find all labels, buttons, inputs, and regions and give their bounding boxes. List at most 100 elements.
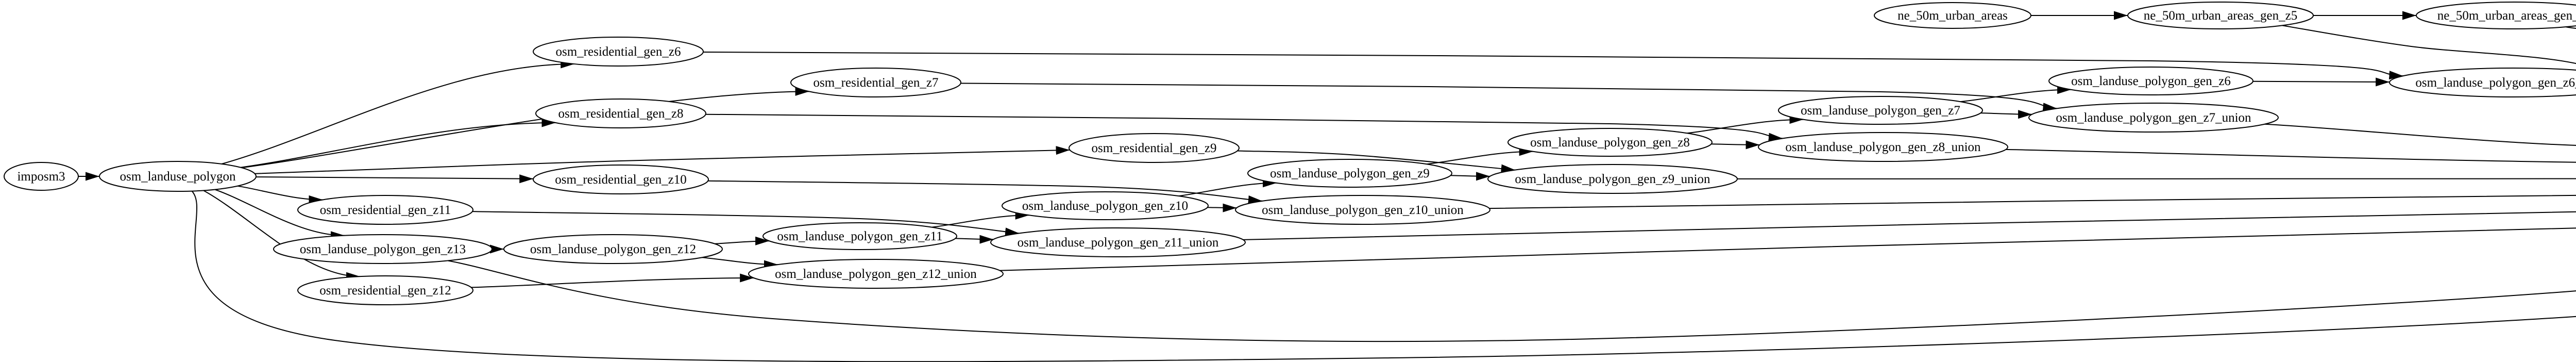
node-ellipse-osm_landuse_polygon_gen_z7_union <box>2028 103 2279 133</box>
edge-osm_landuse_polygon_gen_z9-to-osm_landuse_polygon_gen_z9_union <box>1450 172 1490 181</box>
node-ellipse-osm_residential_gen_z6 <box>533 37 704 67</box>
node-label-osm_landuse_polygon_gen_z11: osm_landuse_polygon_gen_z11 <box>777 229 942 243</box>
edge-osm_landuse_polygon-to-osm_residential_gen_z9 <box>255 146 1070 174</box>
edge-osm_landuse_polygon_gen_z9-to-osm_landuse_polygon_gen_z8 <box>1427 147 1533 165</box>
node-ellipse-imposm3 <box>4 162 79 191</box>
node-label-osm_residential_gen_z11: osm_residential_gen_z11 <box>320 203 451 217</box>
node-osm_landuse_polygon_gen_z13: osm_landuse_polygon_gen_z13 <box>273 234 493 264</box>
node-osm_residential_gen_z6: osm_residential_gen_z6 <box>533 37 704 67</box>
edge-osm_landuse_polygon-to-osm_residential_gen_z6 <box>221 59 575 164</box>
edge-osm_landuse_polygon_gen_z10-to-osm_landuse_polygon_gen_z9 <box>1178 178 1277 197</box>
edge-osm_landuse_polygon_gen_z7_union-to-layer_landuse-z7 <box>2264 123 2576 146</box>
node-ellipse-osm_landuse_polygon_gen_z8 <box>1507 128 1713 157</box>
node-label-osm_landuse_polygon_gen_z6: osm_landuse_polygon_gen_z6 <box>2071 74 2231 88</box>
node-osm_residential_gen_z7: osm_residential_gen_z7 <box>790 68 961 97</box>
edge-osm_landuse_polygon_gen_z6-to-osm_landuse_polygon_gen_z6_union <box>2252 77 2390 87</box>
node-osm_landuse_polygon_gen_z11: osm_landuse_polygon_gen_z11 <box>762 222 957 250</box>
node-label-osm_landuse_polygon_gen_z10_union: osm_landuse_polygon_gen_z10_union <box>1262 203 1464 217</box>
node-ellipse-osm_residential_gen_z10 <box>533 164 709 194</box>
node-ellipse-ne_50m_urban_areas <box>1874 2 2031 29</box>
node-osm_landuse_polygon_gen_z12: osm_landuse_polygon_gen_z12 <box>503 234 723 264</box>
node-ellipse-osm_landuse_polygon_gen_z6_union <box>2389 68 2576 97</box>
node-label-osm_landuse_polygon_gen_z12: osm_landuse_polygon_gen_z12 <box>530 242 696 256</box>
node-ellipse-osm_landuse_polygon_gen_z11 <box>762 222 957 250</box>
edge-osm_landuse_polygon-to-layer_landuse-z14+ <box>191 190 2576 362</box>
node-label-imposm3: imposm3 <box>17 170 65 184</box>
edge-osm_landuse_polygon-to-osm_residential_gen_z8 <box>240 118 556 168</box>
node-osm_landuse_polygon_gen_z8: osm_landuse_polygon_gen_z8 <box>1507 128 1713 157</box>
edge-osm_landuse_polygon-to-osm_residential_gen_z12 <box>203 190 361 281</box>
node-ellipse-osm_landuse_polygon_gen_z9_union <box>1487 164 1738 194</box>
node-ellipse-osm_landuse_polygon_gen_z12 <box>503 234 723 264</box>
node-label-osm_landuse_polygon_gen_z12_union: osm_landuse_polygon_gen_z12_union <box>775 267 977 281</box>
node-label-osm_landuse_polygon_gen_z13: osm_landuse_polygon_gen_z13 <box>300 242 466 256</box>
edge-osm_residential_gen_z11-to-osm_landuse_polygon_gen_z11_union <box>472 211 1020 237</box>
edge-osm_landuse_polygon_gen_z8-to-osm_landuse_polygon_gen_z8_union <box>1711 140 1760 150</box>
node-ellipse-osm_residential_gen_z9 <box>1069 133 1240 163</box>
node-ellipse-osm_landuse_polygon_gen_z12_union <box>748 259 1004 289</box>
node-osm_residential_gen_z12: osm_residential_gen_z12 <box>297 275 473 305</box>
node-ellipse-osm_residential_gen_z7 <box>790 68 961 97</box>
node-osm_landuse_polygon_gen_z7_union: osm_landuse_polygon_gen_z7_union <box>2028 103 2279 133</box>
edge-osm_landuse_polygon-to-osm_residential_gen_z10 <box>256 174 534 184</box>
edge-osm_landuse_polygon_gen_z10_union-to-layer_landuse-z10 <box>1489 194 2576 209</box>
node-label-osm_landuse_polygon_gen_z8: osm_landuse_polygon_gen_z8 <box>1530 136 1690 150</box>
node-osm_landuse_polygon_gen_z7: osm_landuse_polygon_gen_z7 <box>1778 96 1983 125</box>
edge-osm_landuse_polygon_gen_z7-to-osm_landuse_polygon_gen_z7_union <box>1980 110 2032 119</box>
node-ne_50m_urban_areas_gen_z4: ne_50m_urban_areas_gen_z4 <box>2416 2 2576 29</box>
node-label-osm_landuse_polygon_gen_z9_union: osm_landuse_polygon_gen_z9_union <box>1515 172 1710 186</box>
node-ellipse-osm_landuse_polygon_gen_z13 <box>273 234 493 264</box>
node-ellipse-osm_landuse_polygon_gen_z6 <box>2048 67 2253 95</box>
node-osm_landuse_polygon_gen_z8_union: osm_landuse_polygon_gen_z8_union <box>1758 132 2008 162</box>
node-ellipse-osm_residential_gen_z11 <box>297 195 473 225</box>
node-osm_landuse_polygon_gen_z9_union: osm_landuse_polygon_gen_z9_union <box>1487 164 1738 194</box>
node-label-osm_residential_gen_z9: osm_residential_gen_z9 <box>1092 141 1217 155</box>
node-label-osm_landuse_polygon_gen_z6_union: osm_landuse_polygon_gen_z6_union <box>2415 76 2576 90</box>
node-label-osm_landuse_polygon_gen_z10: osm_landuse_polygon_gen_z10 <box>1022 199 1188 213</box>
edge-osm_landuse_polygon_gen_z10-to-osm_landuse_polygon_gen_z10_union <box>1207 203 1237 212</box>
node-label-osm_residential_gen_z12: osm_residential_gen_z12 <box>319 284 451 298</box>
node-ellipse-osm_landuse_polygon_gen_z9 <box>1247 159 1452 188</box>
node-label-osm_residential_gen_z8: osm_residential_gen_z8 <box>558 107 684 121</box>
edge-osm_landuse_polygon_gen_z11-to-osm_landuse_polygon_gen_z10 <box>931 210 1029 228</box>
node-osm_landuse_polygon_gen_z12_union: osm_landuse_polygon_gen_z12_union <box>748 259 1004 289</box>
edge-osm_residential_gen_z9-to-osm_landuse_polygon_gen_z9_union <box>1237 150 1515 173</box>
edge-ne_50m_urban_areas_gen_z5-to-layer_landuse-z5 <box>2282 25 2576 64</box>
node-ne_50m_urban_areas_gen_z5: ne_50m_urban_areas_gen_z5 <box>2127 2 2314 29</box>
node-osm_residential_gen_z9: osm_residential_gen_z9 <box>1069 133 1240 163</box>
node-ellipse-osm_landuse_polygon_gen_z11_union <box>990 227 1246 257</box>
edge-osm_landuse_polygon-to-osm_residential_gen_z11 <box>237 185 323 204</box>
edge-osm_landuse_polygon_gen_z8_union-to-layer_landuse-z8 <box>2006 149 2576 163</box>
node-ellipse-osm_landuse_polygon_gen_z10_union <box>1235 195 1490 225</box>
node-label-osm_landuse_polygon: osm_landuse_polygon <box>120 170 236 184</box>
edge-osm_residential_gen_z10-to-osm_landuse_polygon_gen_z10_union <box>708 180 1262 204</box>
edge-osm_landuse_polygon_gen_z12-to-osm_landuse_polygon_gen_z12_union <box>702 257 778 269</box>
node-label-osm_residential_gen_z6: osm_residential_gen_z6 <box>556 45 681 59</box>
node-osm_residential_gen_z10: osm_residential_gen_z10 <box>533 164 709 194</box>
node-label-ne_50m_urban_areas_gen_z5: ne_50m_urban_areas_gen_z5 <box>2144 9 2298 23</box>
node-osm_landuse_polygon_gen_z6_union: osm_landuse_polygon_gen_z6_union <box>2389 68 2576 97</box>
node-osm_landuse_polygon_gen_z10: osm_landuse_polygon_gen_z10 <box>1002 191 1209 220</box>
node-ellipse-osm_landuse_polygon_gen_z8_union <box>1758 132 2008 162</box>
node-label-osm_landuse_polygon_gen_z11_union: osm_landuse_polygon_gen_z11_union <box>1018 236 1219 250</box>
node-osm_landuse_polygon_gen_z6: osm_landuse_polygon_gen_z6 <box>2048 67 2253 95</box>
node-ellipse-ne_50m_urban_areas_gen_z4 <box>2416 2 2576 29</box>
node-label-osm_residential_gen_z10: osm_residential_gen_z10 <box>555 173 687 187</box>
node-label-osm_landuse_polygon_gen_z7_union: osm_landuse_polygon_gen_z7_union <box>2056 111 2251 125</box>
node-osm_landuse_polygon_gen_z11_union: osm_landuse_polygon_gen_z11_union <box>990 227 1246 257</box>
node-osm_landuse_polygon_gen_z9: osm_landuse_polygon_gen_z9 <box>1247 159 1452 188</box>
node-ne_50m_urban_areas: ne_50m_urban_areas <box>1874 2 2031 29</box>
node-osm_landuse_polygon: osm_landuse_polygon <box>99 161 257 192</box>
node-label-osm_landuse_polygon_gen_z8_union: osm_landuse_polygon_gen_z8_union <box>1785 140 1981 154</box>
node-label-osm_residential_gen_z7: osm_residential_gen_z7 <box>814 76 939 90</box>
edge-osm_landuse_polygon-to-osm_residential_gen_z7 <box>242 87 809 169</box>
node-label-osm_landuse_polygon_gen_z9: osm_landuse_polygon_gen_z9 <box>1270 167 1430 180</box>
node-label-ne_50m_urban_areas: ne_50m_urban_areas <box>1897 9 2008 23</box>
node-osm_residential_gen_z8: osm_residential_gen_z8 <box>535 98 706 128</box>
node-osm_residential_gen_z11: osm_residential_gen_z11 <box>297 195 473 225</box>
edge-osm_residential_gen_z12-to-osm_landuse_polygon_gen_z12_union <box>471 273 754 288</box>
edge-osm_landuse_polygon-to-osm_landuse_polygon_gen_z13 <box>214 189 345 240</box>
edge-osm_landuse_polygon_gen_z7-to-osm_landuse_polygon_gen_z6 <box>1960 85 2072 103</box>
